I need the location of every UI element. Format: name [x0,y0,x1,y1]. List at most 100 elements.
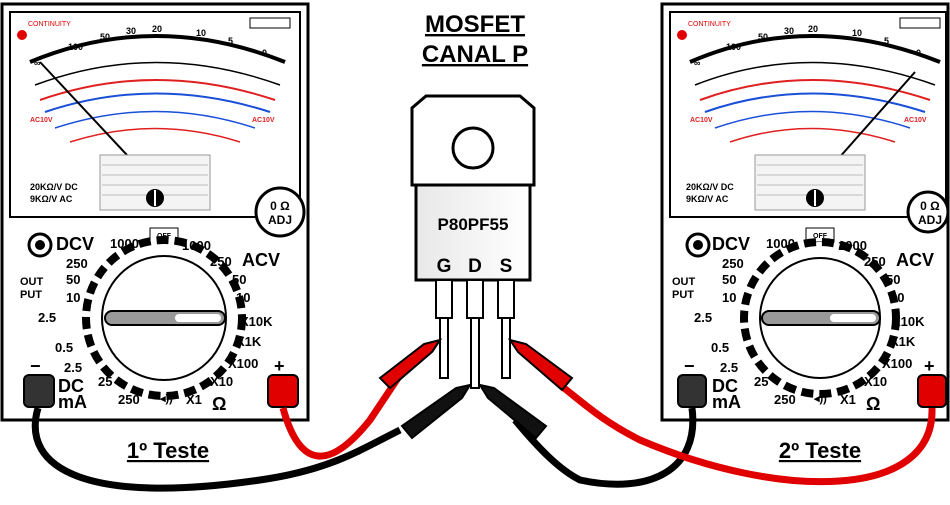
test-leads [31,373,936,492]
scale-arc-ohm [29,34,286,64]
scale-ac10v-left: AC10V [690,117,713,124]
continuity-sound-icon: ◂)) [813,393,827,405]
gate-lead-base [435,279,453,319]
scale-label: 30 [126,26,136,36]
scale-label: 10 [852,28,862,38]
pin-label-drain: D [468,256,482,277]
red-probe-left[interactable] [378,338,443,390]
dcv-label: DCV [56,234,94,254]
scale-label: 5 [228,36,233,46]
dial-right-label: X1 [186,392,202,407]
multimeter-right: CONTINUITY ∞ 100 50 30 20 10 5 0 AC10V A… [660,2,950,463]
com-jack[interactable] [23,374,55,408]
dial-left-label: 2.5 [720,360,738,375]
dial-left-label: 2.5 [694,310,712,325]
mounting-hole [451,126,495,170]
pin-label-source: S [500,256,513,277]
mosfet-component: P80PF55 G D S [410,94,536,389]
continuity-label: CONTINUITY [688,21,731,28]
scale-label: 5 [884,36,889,46]
acv-label: ACV [242,250,280,270]
scale-arc-ohm [689,34,941,64]
source-lead-base [497,279,515,319]
scale-arc-small [729,127,896,143]
dial-right-label: X10K [240,314,273,329]
dc-label: DC [58,376,84,396]
sensitivity-dc: 20KΩ/V DC [30,182,78,192]
title-line-2: CANAL P [422,41,528,68]
dial-left-label: 2.5 [38,310,56,325]
put-label: PUT [672,289,694,301]
probes [378,338,574,440]
positive-jack[interactable] [267,374,299,408]
dial-right-label: X1 [840,392,856,407]
mosfet-part-number: P80PF55 [438,215,509,234]
black-probe-left[interactable] [400,383,473,440]
scale-label: 0 [262,48,267,58]
scale-ac10v-right: AC10V [252,117,275,124]
test-caption-2: 2º Teste [779,438,861,463]
scale-label: ∞ [34,58,41,68]
dial-right-label: 10 [890,290,904,305]
scale-arc-db [54,110,256,129]
dial-left-label: 2.5 [64,360,82,375]
dial-left-label: 1000 [110,236,139,251]
dial-right-label: X100 [228,356,258,371]
dial-right-label: X100 [882,356,912,371]
plus-sign: + [924,356,935,376]
brand-badge [249,17,291,29]
dial-left-label: 10 [722,290,736,305]
dial-left-label: 0.5 [55,340,73,355]
com-jack[interactable] [677,374,707,408]
scale-arc-db [714,110,911,129]
scale-arc-ac [39,79,276,101]
scale-ac10v-left: AC10V [30,117,53,124]
drain-lead-base [466,279,484,319]
ma-label: mA [58,392,87,412]
scale-label: 50 [758,32,768,42]
dial-right-label: X10K [892,314,925,329]
dial-right-label: 250 [864,254,886,269]
scale-label: 20 [152,24,162,34]
black-wire-left [31,407,402,492]
title-line-1: MOSFET [425,11,525,38]
minus-sign: − [30,356,41,376]
continuity-sound-icon: ◂)) [159,393,173,405]
dc-label: DC [712,376,738,396]
zero-adjust-top: 0 Ω [270,199,290,213]
scale-label: 20 [808,24,818,34]
dial-left-label: 10 [66,290,80,305]
continuity-label: CONTINUITY [28,21,71,28]
off-label: OFF [813,233,828,240]
zero-adjust-knob[interactable] [254,186,306,238]
zero-adjust-bottom: ADJ [268,213,292,227]
dial-right-label: 50 [232,272,246,287]
put-label: PUT [20,289,42,301]
dial-right-label: X10 [864,374,887,389]
zero-adjust-knob[interactable] [906,190,950,234]
black-probe-right[interactable] [477,383,548,440]
scale-label: 50 [100,32,110,42]
scale-label: 30 [784,26,794,36]
dial-left-label: 50 [66,272,80,287]
dial-left-label: 0.5 [711,340,729,355]
gate-lead [439,317,449,379]
dial-right-label: 10 [236,290,250,305]
scale-label: 100 [726,42,741,52]
red-probe-right[interactable] [507,338,574,392]
scale-label: 10 [196,28,206,38]
ohm-label: Ω [866,394,880,414]
out-label: OUT [20,276,44,288]
continuity-led [677,30,687,40]
dial-left-label: 25 [754,374,768,389]
scale-label: ∞ [694,58,701,68]
scale-arc-blue [704,92,926,113]
sensitivity-ac: 9KΩ/V AC [30,194,73,204]
drain-lead [470,317,480,389]
positive-jack[interactable] [917,374,947,408]
ma-label: mA [712,392,741,412]
dial-left-label: 250 [118,392,140,407]
dial-left-label: 250 [66,256,88,271]
dial-right-label: 250 [210,254,232,269]
